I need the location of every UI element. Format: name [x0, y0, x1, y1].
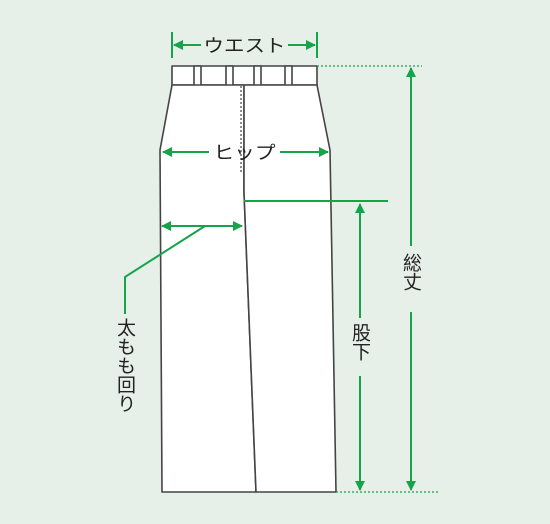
measurement-guides: [124, 32, 416, 491]
thigh-leader: [124, 225, 206, 314]
reference-lines: [317, 65, 440, 493]
waist-label: ウエスト: [204, 36, 286, 57]
thigh-label: 太もも回り: [114, 318, 136, 413]
pants-illustration: [159, 65, 337, 493]
hip-label: ヒップ: [214, 143, 276, 164]
inseam-label: 股下: [349, 323, 371, 361]
total-length-label: 総丈: [400, 253, 422, 291]
